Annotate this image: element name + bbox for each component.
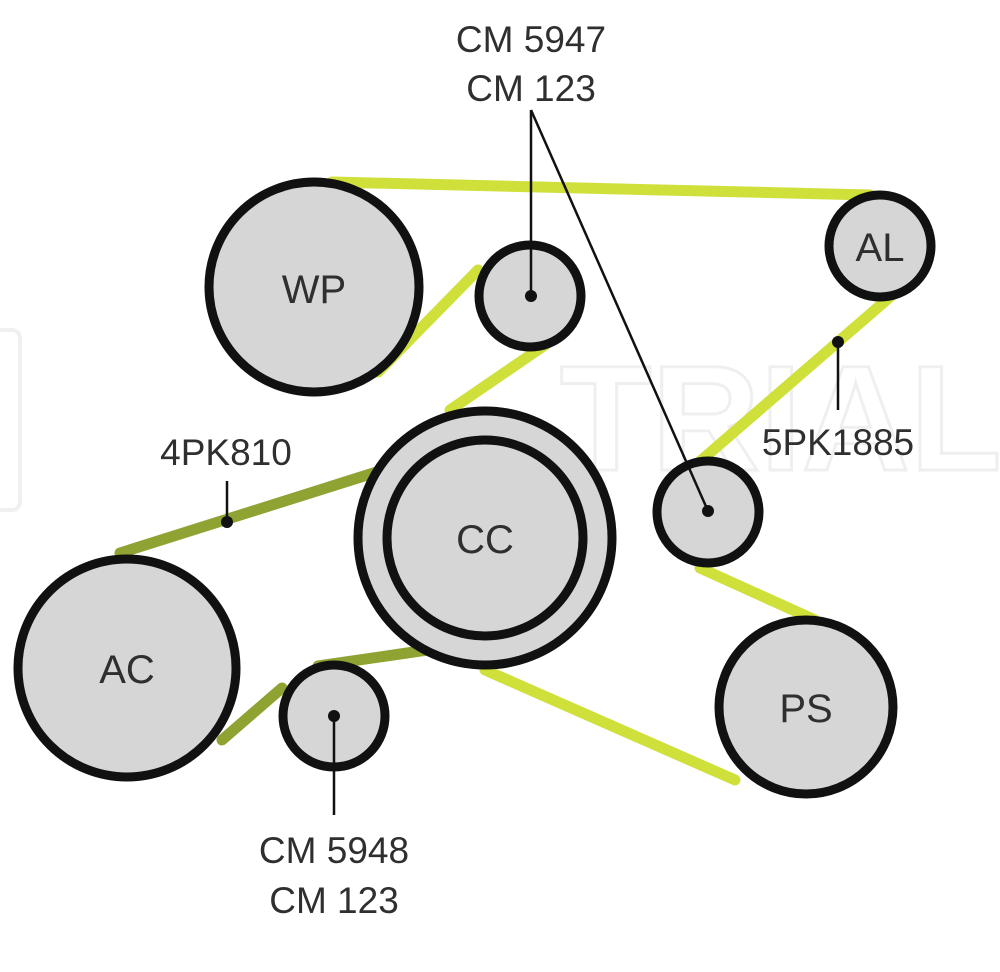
cc-pulley-inner: [382, 435, 588, 641]
wp-label: WP: [282, 268, 346, 312]
callouts: CM 5947 CM 123 CM 5948 CM 123 4PK810 5PK…: [160, 19, 914, 921]
belt-5pk-marker-dot: [832, 336, 844, 348]
leader-top-to-right-idler: [529, 109, 710, 512]
belt-5pk-span-wp-al: [326, 176, 876, 201]
top-idler-callout-line1: CM 5947: [456, 19, 606, 60]
pulleys: [13, 177, 936, 799]
belt-5pk1885: [326, 176, 904, 786]
ps-pulley: [714, 615, 898, 799]
ac-label: AC: [99, 648, 155, 692]
al-pulley: [824, 190, 936, 302]
bottom-idler-callout-line1: CM 5948: [259, 830, 409, 871]
watermark-text: TRIALLI: [560, 334, 1000, 502]
belt-5pk1885-label: 5PK1885: [762, 422, 914, 463]
bottom-idler-center-dot: [328, 710, 340, 722]
belt-4pk-marker-dot: [221, 516, 233, 528]
right-idler-center-dot: [702, 505, 714, 517]
pulley-labels: WP AL CC AC PS: [99, 226, 904, 731]
watermark-frame-left: [0, 328, 22, 512]
belt-4pk-span-idler-ac: [216, 682, 288, 746]
top-idler-callout-line2: CM 123: [466, 68, 596, 109]
leader-lines: [225, 109, 840, 815]
ps-label: PS: [779, 687, 832, 731]
belt-5pk-span-idler-ps: [694, 562, 821, 626]
al-label: AL: [856, 226, 905, 270]
top-idler-center-dot: [525, 290, 537, 302]
belt-5pk-span-al-idler: [684, 284, 904, 476]
watermark: TRIALLI: [0, 328, 1000, 512]
belt-5pk-span-cc-idler: [444, 339, 551, 416]
bottom-idler-callout-line2: CM 123: [269, 880, 399, 921]
wp-pulley: [204, 177, 424, 397]
leader-dots: [221, 290, 844, 722]
ac-pulley: [13, 554, 241, 782]
belt-5pk-span-ps-cc: [479, 664, 741, 786]
cc-label: CC: [456, 518, 514, 562]
belt-4pk810-label: 4PK810: [160, 432, 292, 473]
